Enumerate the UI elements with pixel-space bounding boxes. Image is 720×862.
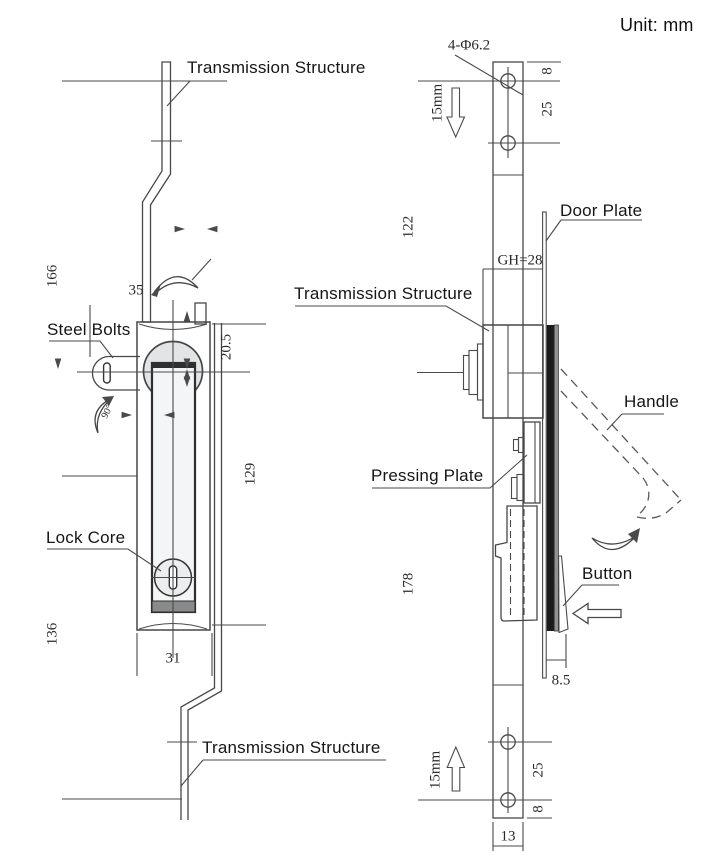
dim-text-136: 136 xyxy=(44,622,61,646)
pressing-bolt-2-washer xyxy=(516,473,525,502)
pressing-bolt-2 xyxy=(510,476,518,500)
ninety-degree-arrow xyxy=(94,397,113,434)
label-handle: Handle xyxy=(624,392,680,411)
steel-bolt xyxy=(91,355,140,391)
dim-text-178: 178 xyxy=(400,572,417,596)
dim-text-8-bottom: 8 xyxy=(530,805,547,813)
bolt-head-inner xyxy=(462,354,470,391)
travel-arrow-down xyxy=(446,87,466,139)
pressing-bolt-1-washer xyxy=(517,436,525,454)
dim-text-129: 129 xyxy=(242,462,259,486)
label-door-plate: Door Plate xyxy=(560,201,643,220)
handle-edge-strip xyxy=(546,325,555,631)
dim-text-13: 13 xyxy=(500,828,516,845)
dim-text-15mm-bottom: 15mm xyxy=(427,750,444,790)
rotation-arc-leader xyxy=(191,258,212,281)
door-plate-line xyxy=(542,211,547,679)
dim-text-122: 122 xyxy=(400,215,417,239)
bolt-slot xyxy=(102,362,111,384)
label-transmission-structure-side: Transmission Structure xyxy=(294,284,473,303)
upper-rod xyxy=(141,61,172,323)
dim-text-8-top: 8 xyxy=(539,67,556,75)
latch-hidden-lines xyxy=(509,509,525,618)
travel-arrow-up xyxy=(446,745,466,792)
mounting-bar xyxy=(492,61,524,819)
lower-rod xyxy=(180,323,223,820)
front-view-dimensions xyxy=(47,80,386,800)
dim-8-5-lines xyxy=(174,225,566,661)
side-extension-lines xyxy=(295,54,664,851)
body-top-tab xyxy=(194,302,207,325)
handle-rotation-arrow xyxy=(591,535,637,551)
unit-note: Unit: mm xyxy=(620,15,694,35)
dim-text-35: 35 xyxy=(128,282,144,299)
dim-text-25-bottom: 25 xyxy=(530,762,547,778)
label-transmission-structure-bottom: Transmission Structure xyxy=(202,738,381,757)
dim-text-holes-note: 4-Φ6.2 xyxy=(447,37,491,54)
pressing-bolt-1 xyxy=(512,438,520,452)
rotation-arc-arrowhead xyxy=(151,284,161,297)
label-steel-bolts: Steel Bolts xyxy=(47,320,131,339)
handle-side-strip xyxy=(553,324,559,632)
dim-text-15mm-top: 15mm xyxy=(429,83,446,123)
side-view xyxy=(417,61,682,819)
push-direction-arrow xyxy=(571,602,622,625)
label-button: Button xyxy=(582,564,633,583)
label-pressing-plate: Pressing Plate xyxy=(371,466,484,485)
bolt-washer xyxy=(476,343,484,401)
lock-block-side xyxy=(482,324,544,419)
ninety-degree-arrowhead xyxy=(102,396,114,406)
dim-text-8-5: 8.5 xyxy=(551,672,571,689)
bolt-head-outer xyxy=(468,349,479,396)
dim-text-31: 31 xyxy=(165,650,181,667)
side-view-dimensions xyxy=(54,0,664,851)
dim-text-166: 166 xyxy=(44,264,61,288)
lock-block-inner-lines xyxy=(507,325,543,418)
dim-text-gh28: GH=28 xyxy=(497,252,543,269)
latch-part xyxy=(494,505,538,622)
label-lock-core: Lock Core xyxy=(46,528,126,547)
handle-rotation-arrowhead xyxy=(628,528,640,543)
pressing-plate-part xyxy=(523,421,541,504)
dim-text-20-5: 20.5 xyxy=(218,333,235,361)
button-wedge xyxy=(558,555,569,634)
label-transmission-structure-top: Transmission Structure xyxy=(187,58,366,77)
front-view xyxy=(91,61,223,820)
front-extension-lines xyxy=(47,80,386,800)
handle-open-dashed xyxy=(560,368,682,519)
dim-text-25-top: 25 xyxy=(539,101,556,117)
rotation-arc xyxy=(153,276,199,292)
dim-13-lines xyxy=(121,411,523,847)
